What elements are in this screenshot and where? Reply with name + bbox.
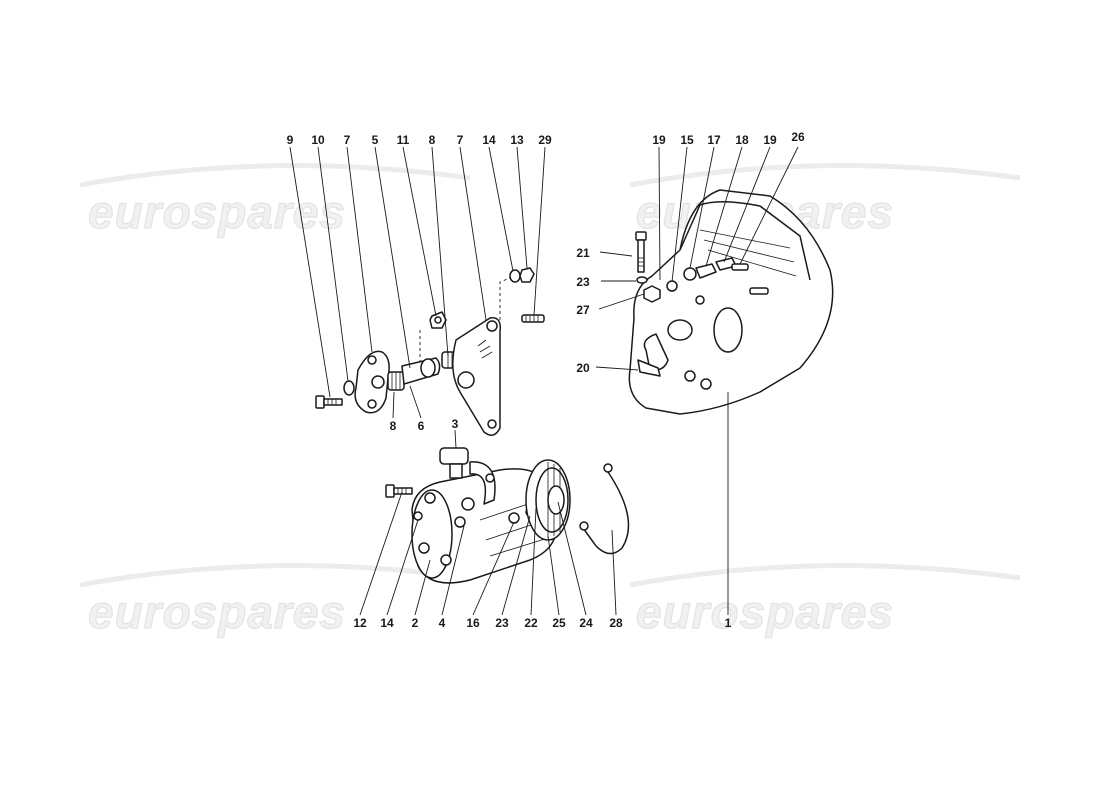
stud-29 <box>521 314 545 323</box>
callout-11: 11 <box>397 133 410 147</box>
callout-5: 5 <box>372 133 379 147</box>
callout-13: 13 <box>510 133 524 147</box>
bolt-21 <box>635 231 647 273</box>
callout-12: 12 <box>353 616 367 630</box>
washer-23 <box>636 276 648 284</box>
watermark-swoosh <box>629 563 1021 588</box>
callout-18: 18 <box>735 133 749 147</box>
washer-10 <box>343 380 355 396</box>
ground-wire-28 <box>579 463 630 555</box>
callout-3: 3 <box>452 417 459 431</box>
bracket-assembly <box>315 267 545 436</box>
leader-lines <box>289 146 799 616</box>
callout-9: 9 <box>287 133 294 147</box>
callout-20: 20 <box>576 361 590 375</box>
compressor-assembly <box>385 447 630 584</box>
callout-23: 23 <box>576 275 590 289</box>
callout-7: 7 <box>457 133 464 147</box>
callout-24: 24 <box>579 616 593 630</box>
callout-27: 27 <box>576 303 590 317</box>
callout-19: 19 <box>763 133 777 147</box>
bolt-9 <box>315 395 343 409</box>
watermark-text: eurospares <box>88 586 346 638</box>
callout-10: 10 <box>311 133 325 147</box>
callout-8: 8 <box>390 419 397 433</box>
watermark-group: eurospares eurospares eurospares eurospa… <box>79 163 1021 639</box>
watermark-swoosh <box>629 163 1021 188</box>
fitting-3 <box>439 447 496 505</box>
watermark-text: eurospares <box>88 186 346 238</box>
callout-21: 21 <box>576 246 590 260</box>
washer-14 <box>509 269 521 283</box>
housing-assembly <box>628 189 834 415</box>
callout-labels: 9 10 7 5 11 8 7 14 13 29 8 6 3 12 14 2 4… <box>287 130 805 630</box>
nut-13 <box>519 267 535 283</box>
callout-23: 23 <box>495 616 509 630</box>
callout-26: 26 <box>791 130 805 144</box>
callout-14: 14 <box>380 616 394 630</box>
callout-1: 1 <box>725 616 732 630</box>
callout-28: 28 <box>609 616 623 630</box>
callout-17: 17 <box>707 133 721 147</box>
callout-7: 7 <box>344 133 351 147</box>
callout-2: 2 <box>412 616 419 630</box>
watermark-swoosh <box>79 563 471 588</box>
callout-16: 16 <box>466 616 480 630</box>
callout-6: 6 <box>418 419 425 433</box>
callout-8: 8 <box>429 133 436 147</box>
callout-29: 29 <box>538 133 552 147</box>
callout-19: 19 <box>652 133 666 147</box>
nut-11 <box>429 311 447 329</box>
nut-27 <box>643 285 661 303</box>
callout-4: 4 <box>439 616 446 630</box>
callout-15: 15 <box>680 133 694 147</box>
callout-25: 25 <box>552 616 566 630</box>
bolt-12 <box>385 484 413 498</box>
watermark-text: eurospares <box>636 586 894 638</box>
callout-22: 22 <box>524 616 538 630</box>
watermark-swoosh <box>79 163 471 188</box>
callout-14: 14 <box>482 133 496 147</box>
